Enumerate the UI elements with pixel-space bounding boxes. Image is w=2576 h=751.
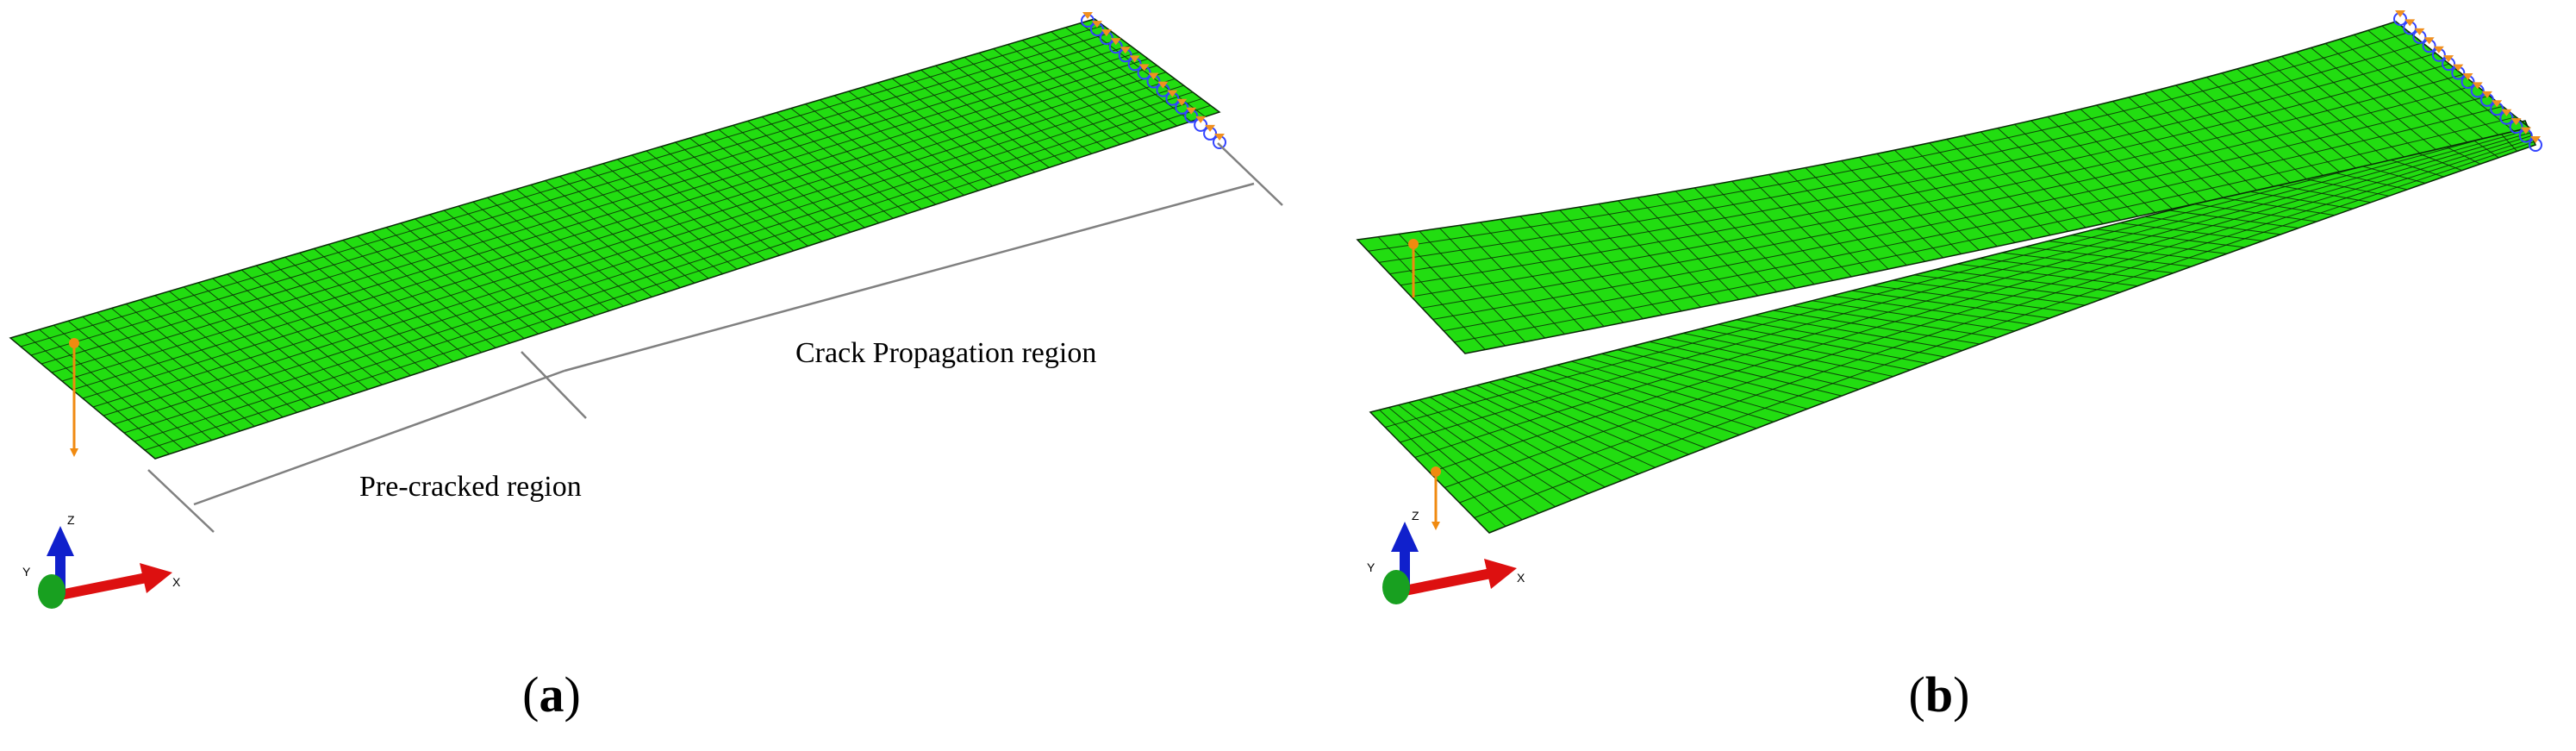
region-lines-a (147, 142, 1283, 533)
load-arrow-icon (69, 338, 79, 457)
crack-propagation-extent-line (564, 182, 1255, 372)
load-arrow-icon (1408, 239, 1441, 530)
pre-cracked-extent-line (193, 369, 565, 506)
coordinate-triad-icon: Z Y X (1367, 509, 1525, 604)
region-tick-mid (521, 351, 587, 419)
region-tick-right (1217, 142, 1283, 206)
plate-mesh-a (9, 18, 1221, 460)
coordinate-triad-icon: Z Y X (22, 513, 181, 609)
triad-x-label: X (1517, 571, 1525, 585)
mesh-lines-a (20, 22, 1211, 455)
triad-y-label: Y (22, 565, 31, 579)
panel-label-b: (b) (1909, 667, 1970, 723)
panel-a: Crack Propagation region Pre-cracked reg… (9, 12, 1283, 723)
panel-label-a: (a) (522, 667, 581, 723)
plate-mesh-b (1356, 21, 2537, 534)
triad-y-label: Y (1367, 560, 1375, 574)
boundary-condition-icon (1081, 12, 1226, 149)
region-tick-left (147, 469, 215, 533)
triad-x-label: X (172, 575, 181, 589)
pre-cracked-label: Pre-cracked region (359, 471, 582, 503)
crack-propagation-label: Crack Propagation region (795, 337, 1096, 369)
plate-a (9, 18, 1221, 460)
triad-z-label: Z (1412, 509, 1419, 523)
panel-b: Z Y X (b) (1356, 10, 2542, 723)
boundary-condition-icon (2393, 10, 2542, 152)
triad-z-label: Z (67, 513, 75, 527)
